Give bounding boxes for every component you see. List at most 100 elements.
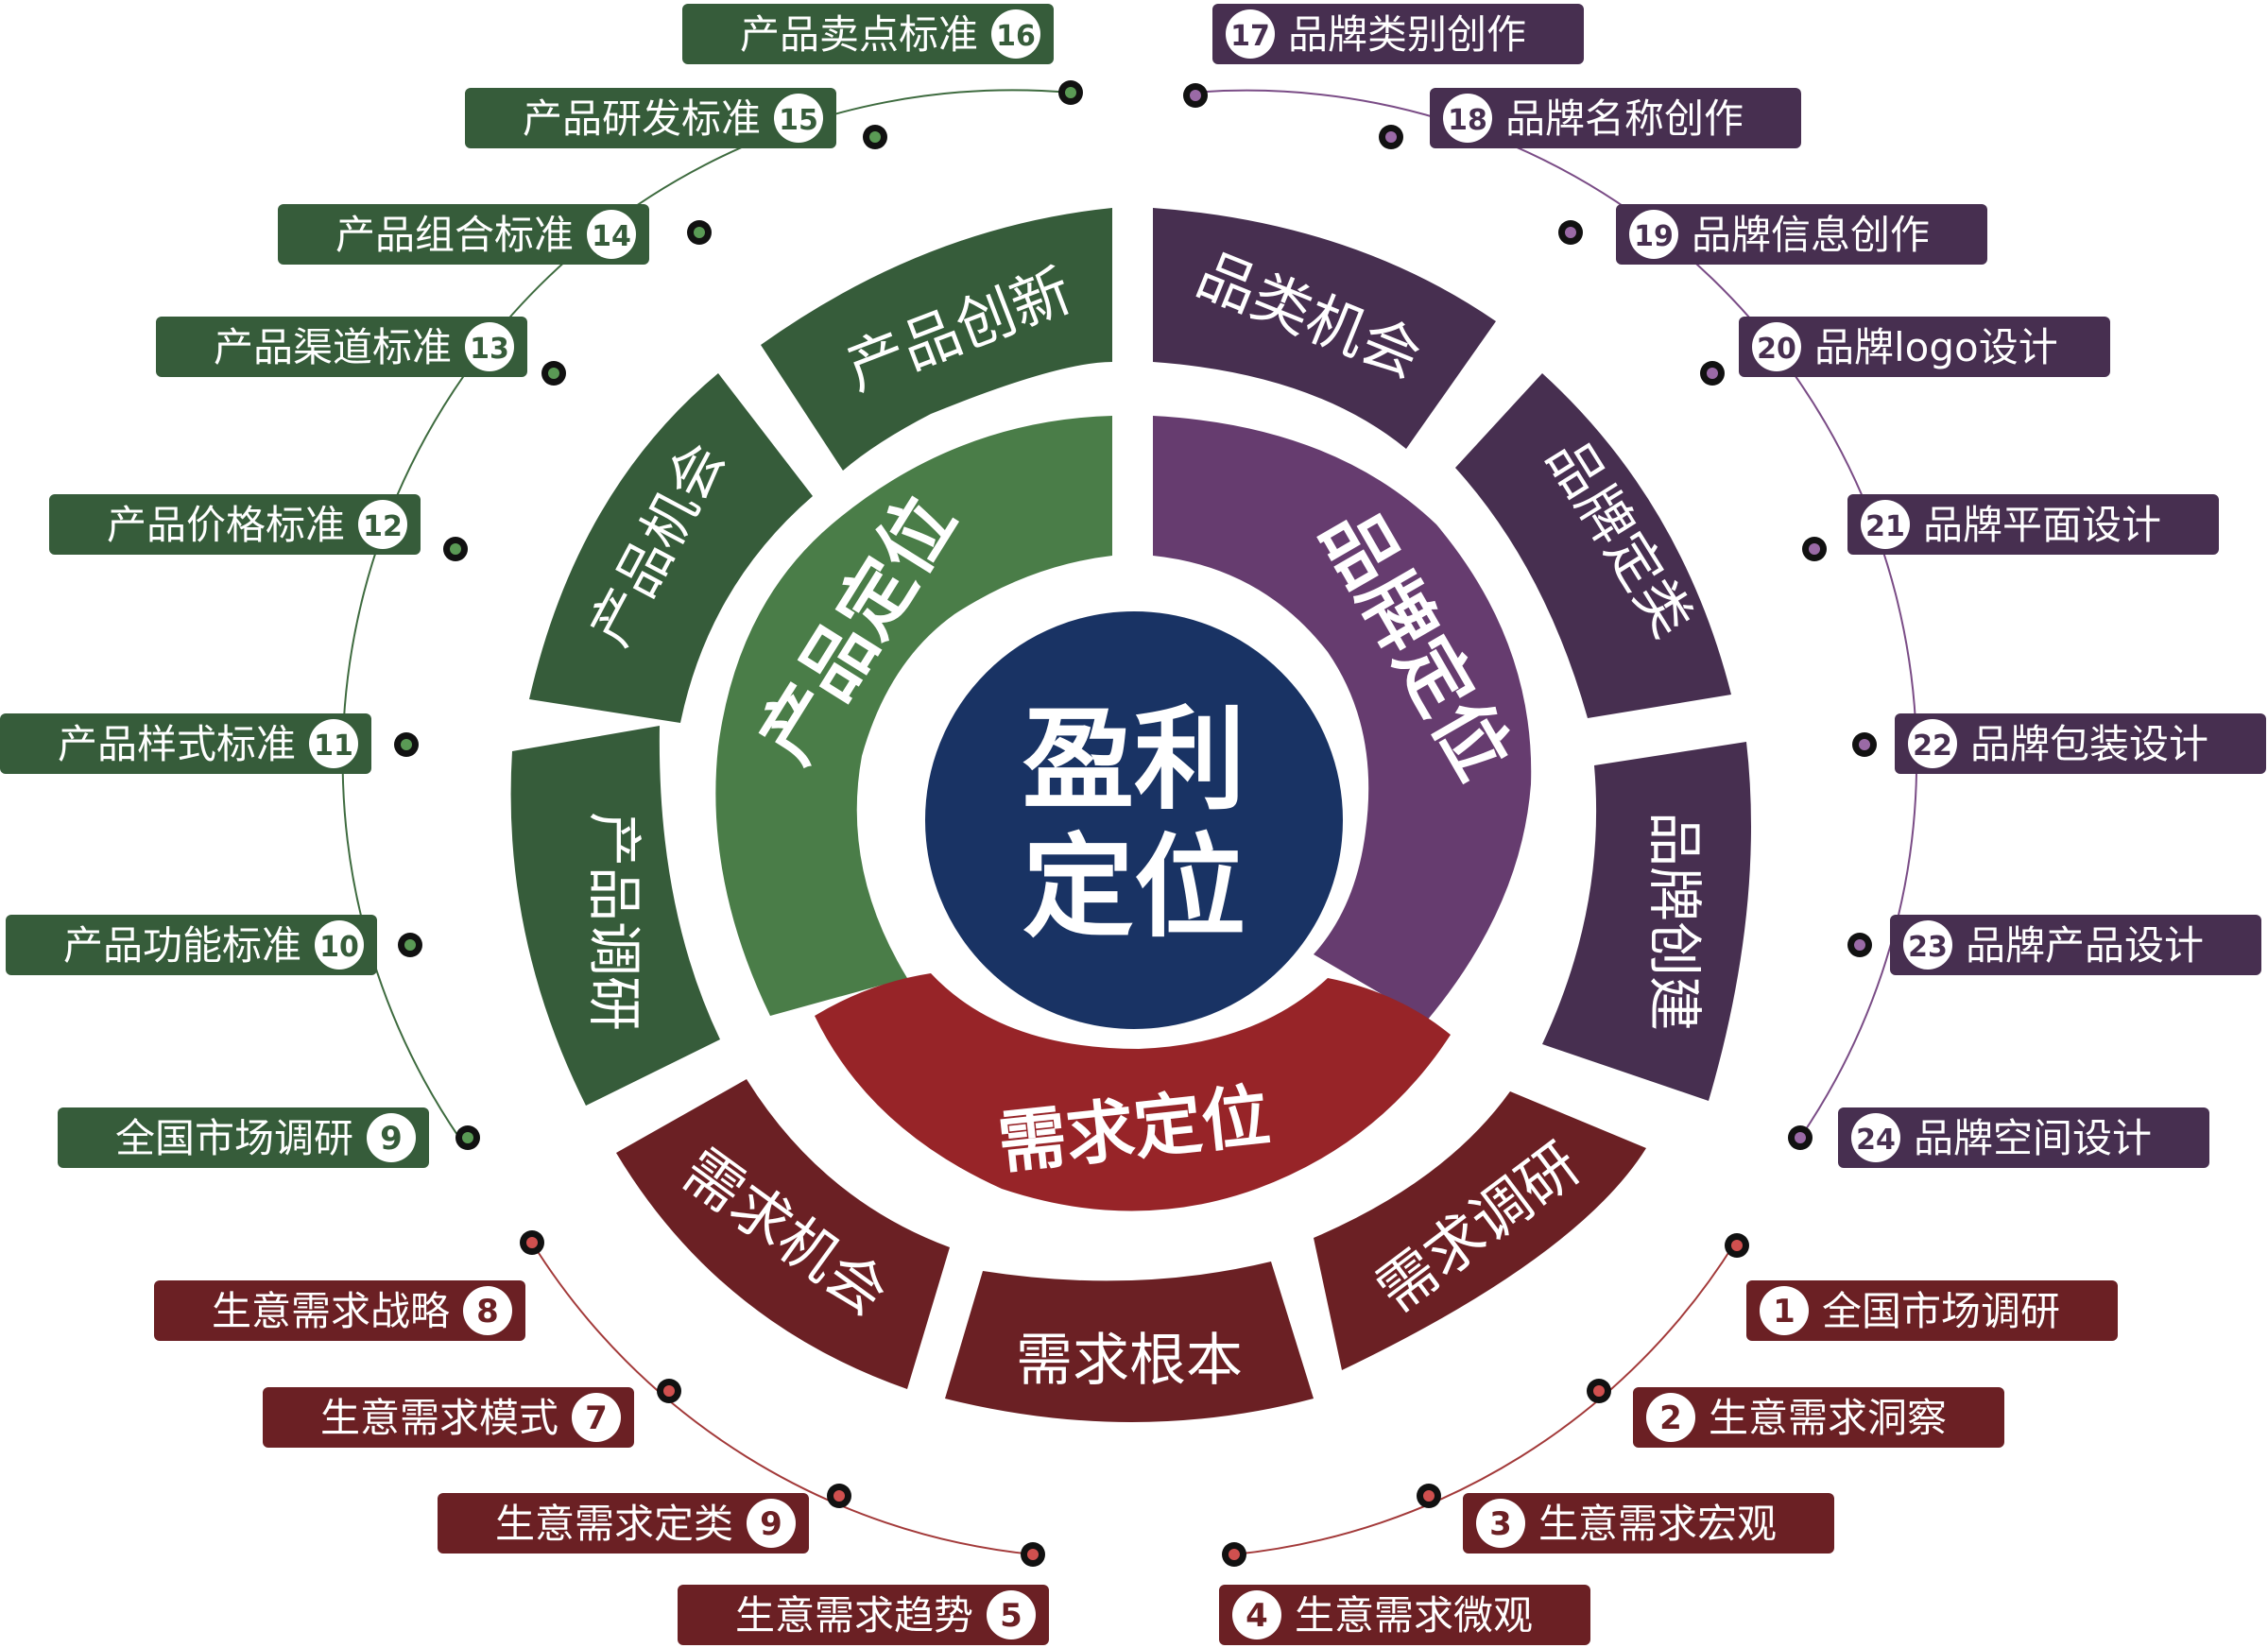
tag-box bbox=[1430, 88, 1801, 148]
tag-number: 7 bbox=[585, 1399, 608, 1437]
tag-box bbox=[1212, 4, 1584, 64]
tag-box bbox=[1746, 1280, 2118, 1341]
center-circle bbox=[916, 602, 1352, 1039]
tag-label: 生意需求洞察 bbox=[1709, 1395, 1947, 1441]
tag-box bbox=[1847, 494, 2219, 555]
tag-number-badge bbox=[774, 94, 823, 143]
tag-box bbox=[1739, 317, 2110, 377]
tag-label: 产品渠道标准 bbox=[214, 324, 452, 370]
connector-dot-inner bbox=[1027, 1549, 1039, 1560]
connector-dot-inner bbox=[869, 131, 881, 143]
tag-number: 22 bbox=[1913, 730, 1952, 763]
tag-number: 15 bbox=[779, 104, 818, 137]
product-tag-9: 9 全国市场调研 bbox=[58, 1107, 480, 1168]
tag-number-badge bbox=[1752, 322, 1801, 371]
tag-number: 5 bbox=[1000, 1597, 1022, 1635]
connector-dot-inner bbox=[1065, 87, 1076, 98]
tag-number: 19 bbox=[1634, 220, 1674, 253]
tag-number-badge bbox=[1476, 1499, 1525, 1548]
tag-box bbox=[0, 713, 371, 774]
tag-box bbox=[1219, 1585, 1590, 1645]
connector-dot-inner bbox=[1809, 543, 1820, 555]
tag-number: 4 bbox=[1246, 1597, 1268, 1635]
tag-box bbox=[465, 88, 836, 148]
tag-box bbox=[438, 1493, 809, 1554]
outer-segment-category-opportunity bbox=[1153, 208, 1496, 449]
tag-number-badge bbox=[1629, 210, 1678, 259]
tag-number: 14 bbox=[592, 220, 631, 253]
tag-box bbox=[154, 1280, 525, 1341]
outer-segment-product-opportunity bbox=[529, 373, 813, 723]
tag-box bbox=[156, 317, 527, 377]
tag-number-badge bbox=[358, 500, 407, 549]
inner-segment-product bbox=[715, 416, 1112, 1016]
product-tag-10: 10 产品功能标准 bbox=[6, 915, 422, 975]
demand-guide-arc-right bbox=[1233, 1242, 1736, 1555]
center-hub: 盈利 定位 bbox=[916, 602, 1352, 1039]
connector-dot-inner bbox=[1859, 739, 1870, 750]
brand-tag-17: 17 品牌类别创作 bbox=[1183, 4, 1584, 108]
outer-label-4: 品牌创建 bbox=[1642, 812, 1707, 1031]
tag-label: 生意需求战略 bbox=[212, 1288, 450, 1334]
tag-number-badge bbox=[747, 1499, 796, 1548]
tag-label: 品牌包装设计 bbox=[1970, 721, 2208, 767]
tag-number-badge bbox=[463, 1286, 512, 1335]
connector-dot-inner bbox=[450, 543, 461, 555]
connector-dot-inner bbox=[833, 1490, 845, 1502]
connector-dot-inner bbox=[1795, 1132, 1806, 1143]
tag-label: 全国市场调研 bbox=[115, 1115, 353, 1161]
tag-label: 产品功能标准 bbox=[63, 922, 301, 969]
tag-box bbox=[1633, 1387, 2004, 1448]
tag-number: 18 bbox=[1448, 104, 1487, 137]
tag-label: 生意需求模式 bbox=[320, 1395, 558, 1441]
tag-number-badge bbox=[309, 719, 358, 768]
tag-label: 品牌类别创作 bbox=[1288, 11, 1526, 58]
outer-segment-product-research bbox=[510, 726, 720, 1106]
connector-dot-inner bbox=[1731, 1240, 1743, 1251]
demand-guide-arc-left bbox=[531, 1242, 1034, 1555]
outer-segment-demand-research bbox=[1314, 1091, 1646, 1370]
outer-segment-demand-root bbox=[945, 1262, 1314, 1422]
outer-label-8: 产品调研 bbox=[582, 812, 646, 1031]
tag-number-badge bbox=[1443, 94, 1492, 143]
tag-label: 生意需求定类 bbox=[495, 1501, 733, 1547]
tag-label: 品牌信息创作 bbox=[1692, 212, 1930, 258]
tag-box bbox=[58, 1107, 429, 1168]
connector-dot-inner bbox=[694, 227, 705, 238]
tag-number: 17 bbox=[1230, 20, 1270, 53]
outer-segment-brand-creation bbox=[1542, 742, 1751, 1101]
center-title-line1: 盈利 bbox=[1022, 695, 1246, 825]
tag-number-badge bbox=[1903, 920, 1952, 970]
tag-number: 10 bbox=[319, 931, 359, 964]
brand-tag-19: 19 品牌信息创作 bbox=[1558, 204, 1987, 265]
tag-number: 23 bbox=[1908, 931, 1948, 964]
brand-tag-22: 22 品牌包装设计 bbox=[1852, 713, 2266, 774]
connector-dot-inner bbox=[1228, 1549, 1240, 1560]
connector-dot-inner bbox=[1707, 368, 1718, 379]
tag-number-badge bbox=[1760, 1286, 1809, 1335]
tag-number: 24 bbox=[1856, 1124, 1896, 1157]
connector-dot-inner bbox=[663, 1385, 675, 1397]
tag-number-badge bbox=[1908, 719, 1957, 768]
tag-label: 产品样式标准 bbox=[58, 721, 296, 767]
tag-number-badge bbox=[1861, 500, 1910, 549]
tag-label: 品牌空间设计 bbox=[1914, 1115, 2152, 1161]
connector-dot-inner bbox=[401, 739, 412, 750]
demand-tag-7: 7 生意需求模式 bbox=[263, 1379, 681, 1448]
tag-number: 20 bbox=[1757, 333, 1796, 366]
tag-number: 9 bbox=[380, 1120, 403, 1158]
brand-tag-24: 24 品牌空间设计 bbox=[1788, 1107, 2209, 1168]
tag-box bbox=[263, 1387, 634, 1448]
